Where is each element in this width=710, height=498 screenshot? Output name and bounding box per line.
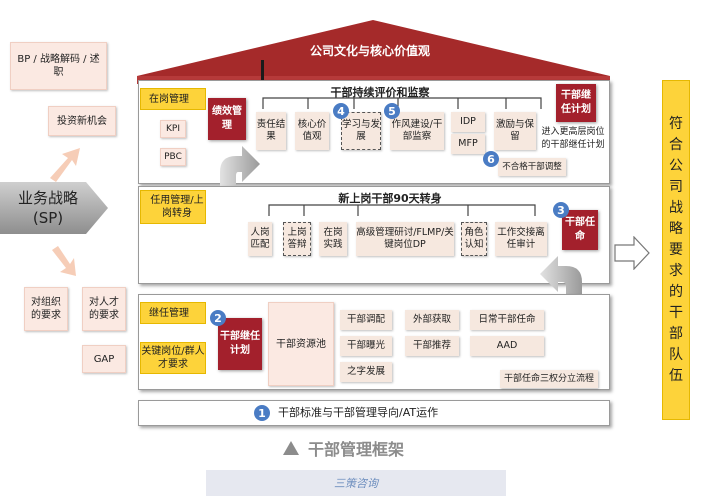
gap-label: GAP bbox=[93, 353, 115, 365]
pbc-box: PBC bbox=[160, 148, 186, 166]
mid-item-3: 在岗实践 bbox=[319, 222, 347, 256]
low-item-4: 干部曝光 bbox=[340, 336, 392, 356]
strategy-sp: (SP) bbox=[32, 209, 64, 227]
org-req-box: 对组织的要求 bbox=[24, 287, 68, 331]
org-req-label: 对组织的要求 bbox=[31, 297, 61, 321]
mid-bracket bbox=[268, 204, 536, 216]
right-result-box: 符合公司战略要求的干部队伍 bbox=[662, 80, 690, 420]
low-item-7: 之字发展 bbox=[340, 362, 392, 382]
badge-2: 2 bbox=[210, 310, 226, 326]
low-pool-box: 干部资源池 bbox=[268, 302, 334, 386]
talent-req-label: 对人才的要求 bbox=[89, 297, 119, 321]
mid-item-2: 上岗答辩 bbox=[283, 222, 311, 256]
low-item-1: 干部调配 bbox=[340, 310, 392, 330]
top-item-2: 核心价值观 bbox=[295, 112, 329, 150]
watermark-text: 三策咨询 bbox=[334, 477, 378, 490]
top-item-idp: IDP bbox=[451, 112, 485, 132]
kpi-box: KPI bbox=[160, 120, 186, 138]
top-item-4: 作风建设/干部监察 bbox=[390, 112, 444, 150]
mid-item-5: 角色认知 bbox=[461, 222, 487, 256]
bp-box: BP / 战略解码 / 述职 bbox=[10, 42, 107, 90]
top-bracket bbox=[262, 97, 542, 109]
roof-title: 公司文化与核心价值观 bbox=[309, 44, 430, 58]
low-plan-box: 干部继任计划 bbox=[218, 318, 262, 370]
bp-label: BP / 战略解码 / 述职 bbox=[17, 54, 100, 78]
base-text: 干部标准与干部管理导向/AT运作 bbox=[278, 406, 439, 419]
top-header: 在岗管理 bbox=[140, 88, 206, 110]
arrow-up-right-icon bbox=[50, 148, 80, 182]
top-item-mfp: MFP bbox=[451, 134, 485, 154]
invest-box: 投资新机会 bbox=[48, 106, 116, 136]
top-item-adjust: 不合格干部调整 bbox=[498, 158, 566, 176]
badge-6: 6 bbox=[483, 151, 499, 167]
arrow-right-icon bbox=[614, 236, 650, 270]
top-item-3: 学习与发展 bbox=[341, 112, 381, 150]
low-item-6: AAD bbox=[470, 336, 544, 356]
top-title: 干部持续评价和监察 bbox=[330, 86, 430, 99]
mid-title: 新上岗干部90天转身 bbox=[338, 192, 442, 205]
invest-label: 投资新机会 bbox=[57, 115, 107, 127]
footer-caption: 干部管理框架 bbox=[282, 436, 452, 460]
perf-box: 绩效管理 bbox=[208, 98, 246, 140]
strategy-label: 业务战略 bbox=[17, 189, 78, 207]
low-item-5: 干部推荐 bbox=[405, 336, 459, 356]
arrow-down-right-icon bbox=[52, 246, 76, 276]
base-band bbox=[138, 400, 610, 426]
top-plan-box: 干部继任计划 bbox=[556, 84, 596, 122]
low-item-2: 外部获取 bbox=[405, 310, 459, 330]
badge-4: 4 bbox=[333, 103, 349, 119]
gap-box: GAP bbox=[82, 345, 126, 373]
mid-appoint-box: 干部任命 bbox=[562, 210, 598, 250]
triangle-up-icon bbox=[283, 441, 299, 455]
top-item-1: 责任结果 bbox=[256, 112, 286, 150]
top-item-incentive: 激励与保留 bbox=[494, 112, 536, 150]
low-header: 继任管理 bbox=[140, 302, 206, 324]
mid-header: 任用管理/上岗转身 bbox=[140, 190, 206, 224]
low-item-8: 干部任命三权分立流程 bbox=[500, 370, 598, 388]
badge-5: 5 bbox=[384, 103, 400, 119]
mid-item-6: 工作交接离任审计 bbox=[495, 222, 547, 256]
talent-req-box: 对人才的要求 bbox=[82, 287, 126, 331]
mid-item-1: 人岗匹配 bbox=[248, 222, 272, 256]
top-plan-note: 进入更高层岗位的干部继任计划 bbox=[541, 127, 605, 150]
strategy-arrow: 业务战略 (SP) bbox=[0, 182, 108, 234]
mid-item-4: 高级管理研讨/FLMP/关键岗位DP bbox=[356, 222, 454, 256]
badge-3: 3 bbox=[553, 202, 569, 218]
badge-1: 1 bbox=[254, 405, 270, 421]
low-item-3: 日常干部任命 bbox=[470, 310, 544, 330]
watermark-bar: 三策咨询 bbox=[206, 470, 506, 496]
low-sub: 关键岗位/群人才要求 bbox=[140, 342, 206, 374]
